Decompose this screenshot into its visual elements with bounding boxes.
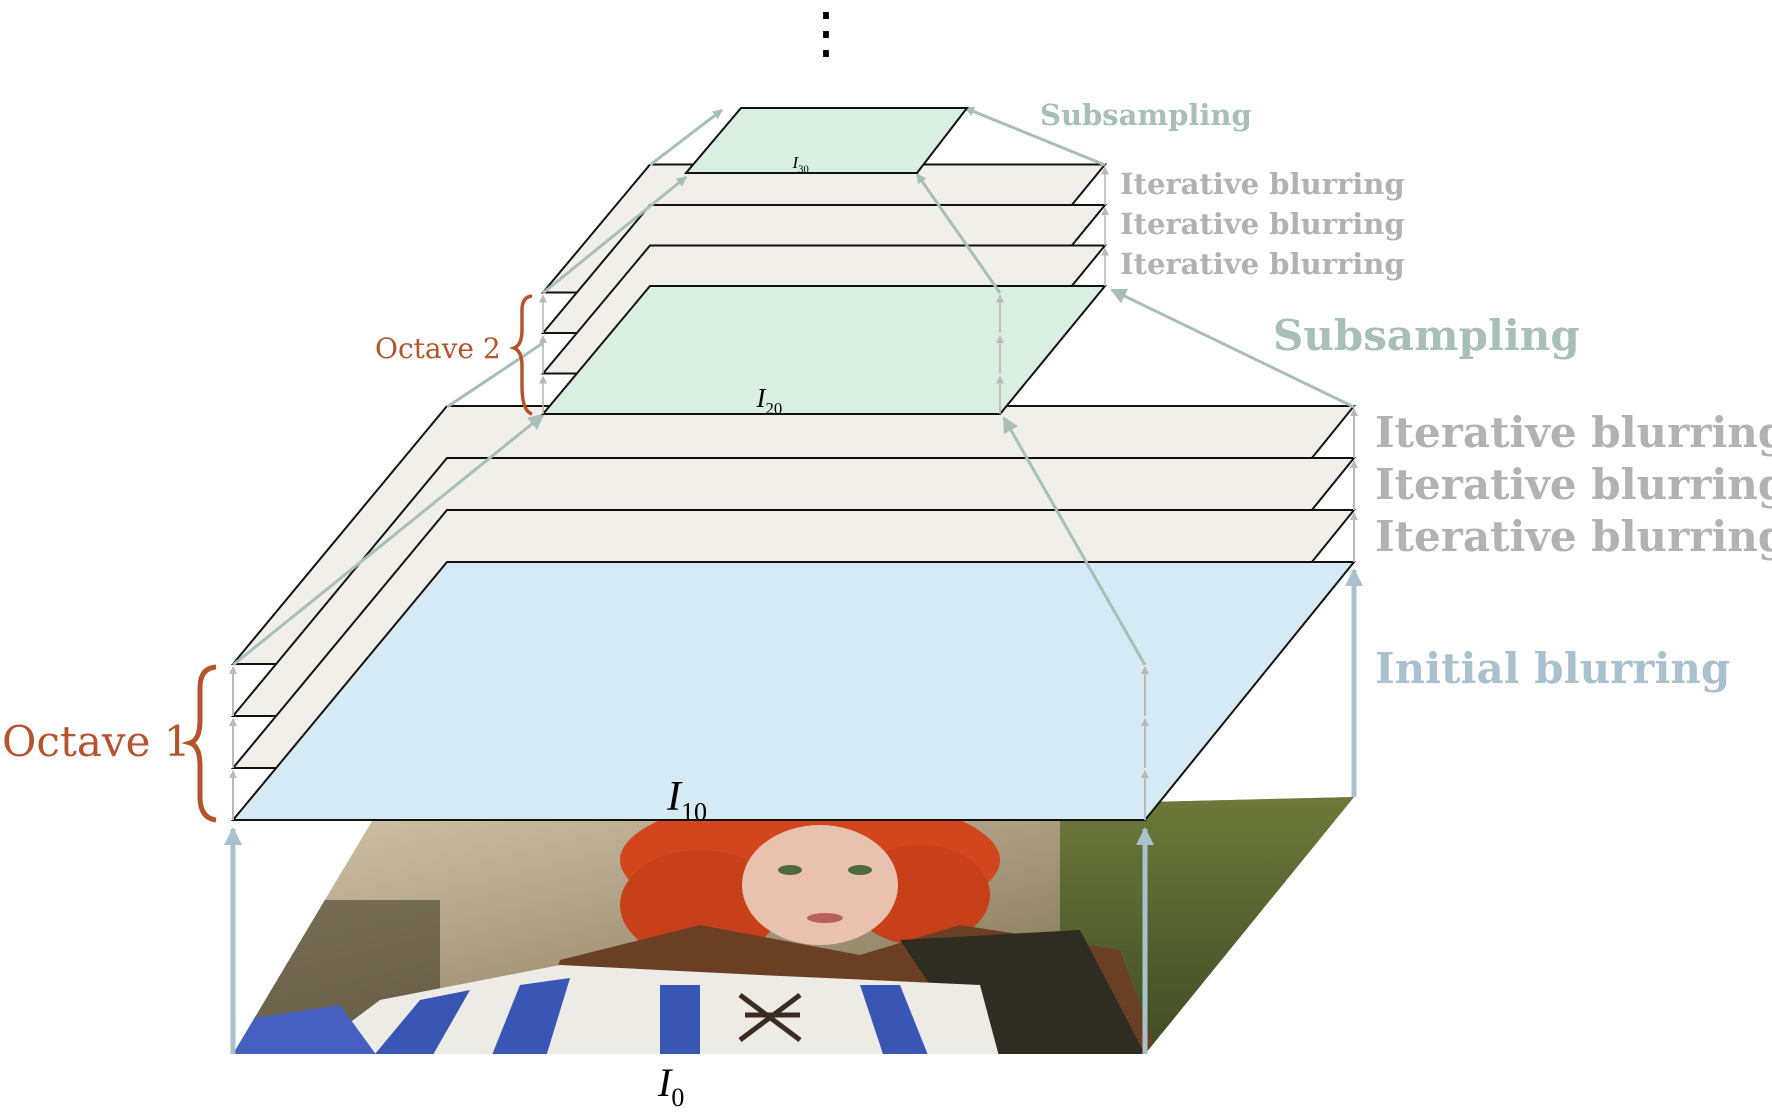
subsampling-arrow-1-right — [1002, 416, 1147, 666]
octave-2-iterative-blurring-3: Iterative blurring — [1120, 167, 1405, 201]
octave-1-label: Octave 1 — [2, 717, 191, 766]
octave-2-layers: I23I22I21I20 — [539, 163, 1109, 418]
octave-2-iterative-blurring-2: Iterative blurring — [1120, 207, 1405, 241]
subsampling-arrow-2-right — [915, 173, 1002, 294]
octave-1-iterative-blurring-2: Iterative blurring — [1375, 460, 1772, 509]
octave-2-label: Octave 2 — [375, 332, 501, 365]
octave-2-layer-20-label: I20 — [756, 383, 783, 418]
subsampling-arrow-1-left — [232, 413, 545, 667]
input-image — [233, 797, 1354, 1054]
input-image-label: I0 — [657, 1060, 684, 1112]
octave-2-iterative-blurring-1: Iterative blurring — [1120, 247, 1405, 281]
initial-blurring-label: Initial blurring — [1375, 644, 1730, 693]
octave-1-brace — [181, 664, 217, 823]
subsampling-arrow-2-back — [964, 106, 1106, 167]
subsampling-arrow-2-left — [542, 175, 687, 295]
octave-1-layers: I13I12I11I10 — [229, 405, 1358, 827]
subsampling-arrow-2-back-left — [649, 108, 723, 167]
subsampling-arrow-1-back — [1110, 288, 1355, 409]
octave-1-subsampling-label: Subsampling — [1273, 311, 1580, 360]
octave-1-layer-10-label: I10 — [666, 774, 707, 827]
octave-3-layers: I30 — [683, 107, 970, 175]
octave-1-iterative-blurring-3: Iterative blurring — [1375, 408, 1772, 457]
octave-2-subsampling-label: Subsampling — [1040, 98, 1252, 132]
octave-3-layer-30 — [683, 107, 970, 174]
continuation-dots: ⋮ — [798, 1, 854, 66]
octave-1-iterative-blurring-1: Iterative blurring — [1375, 512, 1772, 561]
octave-3-layer-30-label: I30 — [792, 153, 809, 175]
subsampling-arrow-1-back-left — [446, 341, 544, 409]
octave-2-brace — [509, 294, 533, 416]
